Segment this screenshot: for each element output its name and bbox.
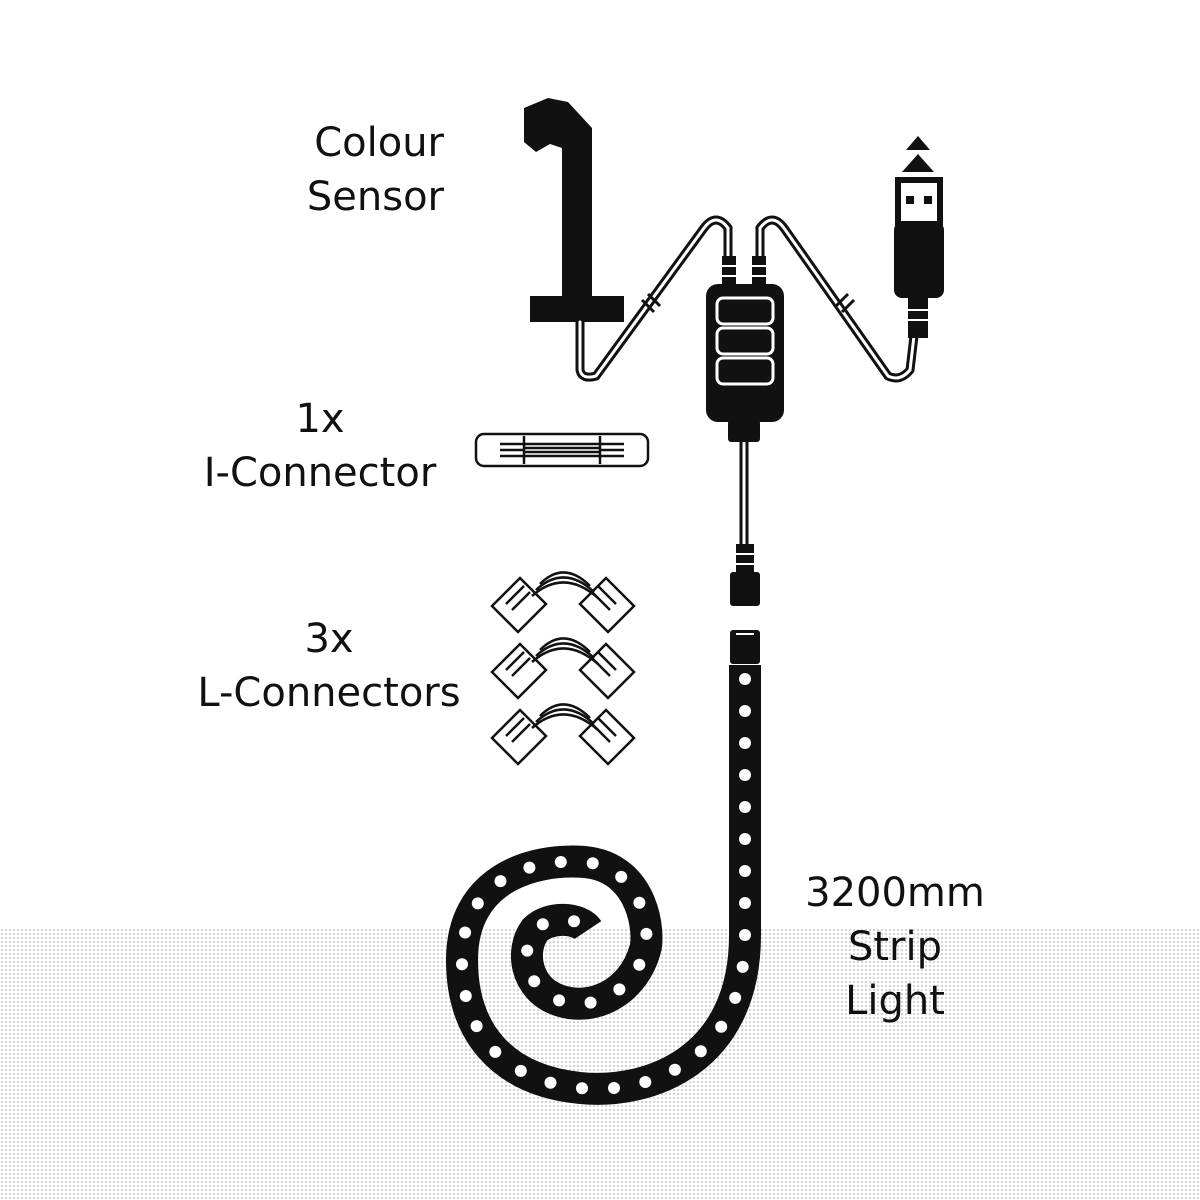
led-dot bbox=[739, 833, 751, 845]
led-dot bbox=[633, 896, 646, 909]
l-connectors-qty: 3x bbox=[304, 616, 354, 662]
l-connectors-name: L-Connectors bbox=[197, 670, 461, 716]
strip-light-line-3: Light bbox=[845, 978, 945, 1024]
strip-light-label: 3200mm Strip Light bbox=[790, 866, 1000, 1028]
led-dot bbox=[494, 875, 507, 888]
led-dot bbox=[489, 1045, 502, 1058]
colour-sensor-line-2: Sensor bbox=[306, 174, 444, 220]
i-connector-label: 1x I-Connector bbox=[180, 392, 460, 500]
led-dot bbox=[694, 1045, 707, 1058]
led-dot bbox=[584, 996, 597, 1009]
led-dot bbox=[739, 865, 751, 877]
led-dot bbox=[739, 769, 751, 781]
usb-plug-icon bbox=[894, 136, 944, 338]
led-dot bbox=[640, 927, 653, 940]
led-dot bbox=[613, 983, 626, 996]
cable-break-marks bbox=[640, 292, 856, 314]
led-dot bbox=[553, 994, 566, 1007]
led-dot bbox=[456, 958, 468, 971]
led-dot bbox=[544, 1076, 557, 1089]
l-connector-icon bbox=[490, 571, 636, 634]
led-dot bbox=[514, 1064, 527, 1077]
strip-plug-icon bbox=[730, 544, 760, 664]
led-dot bbox=[554, 856, 567, 868]
i-connector-qty: 1x bbox=[295, 396, 345, 442]
l-connector-icon bbox=[490, 637, 636, 700]
led-dot bbox=[715, 1020, 728, 1033]
led-dot bbox=[608, 1082, 620, 1094]
controller-box-icon bbox=[706, 284, 784, 442]
led-dot bbox=[521, 944, 534, 957]
dotted-floor-pattern bbox=[0, 928, 1200, 1200]
led-dot bbox=[459, 926, 472, 939]
led-dot bbox=[471, 897, 484, 910]
led-dot bbox=[568, 915, 580, 928]
strip-light-line-2: Strip bbox=[847, 924, 943, 970]
led-dot bbox=[729, 991, 742, 1004]
led-dot bbox=[528, 975, 541, 988]
led-dot bbox=[576, 1082, 588, 1095]
led-strip-icon bbox=[445, 665, 761, 1105]
led-dot bbox=[739, 673, 751, 685]
led-dot bbox=[639, 1076, 652, 1088]
i-connector-icon bbox=[474, 432, 650, 468]
led-dot bbox=[470, 1020, 483, 1033]
l-connectors-label: 3x L-Connectors bbox=[180, 612, 478, 720]
cables bbox=[575, 215, 919, 553]
led-dot bbox=[739, 705, 751, 717]
led-dot bbox=[736, 960, 749, 973]
led-dot bbox=[739, 929, 751, 941]
led-dot bbox=[459, 990, 472, 1002]
led-dot bbox=[615, 870, 628, 883]
led-dot bbox=[739, 801, 751, 813]
led-dot bbox=[739, 897, 751, 909]
controller-ferrules bbox=[722, 256, 766, 288]
strip-light-length: 3200mm bbox=[805, 870, 985, 916]
led-dot bbox=[536, 918, 549, 931]
i-connector-name: I-Connector bbox=[203, 450, 437, 496]
colour-sensor-line-1: Colour bbox=[314, 120, 444, 166]
colour-sensor-icon bbox=[524, 98, 624, 322]
led-dot bbox=[668, 1063, 681, 1076]
l-connector-icon bbox=[490, 703, 636, 766]
led-dot bbox=[739, 737, 751, 749]
led-dot bbox=[523, 861, 536, 874]
led-dot bbox=[586, 857, 599, 870]
led-dot bbox=[633, 958, 646, 971]
colour-sensor-label: Colour Sensor bbox=[250, 116, 444, 224]
